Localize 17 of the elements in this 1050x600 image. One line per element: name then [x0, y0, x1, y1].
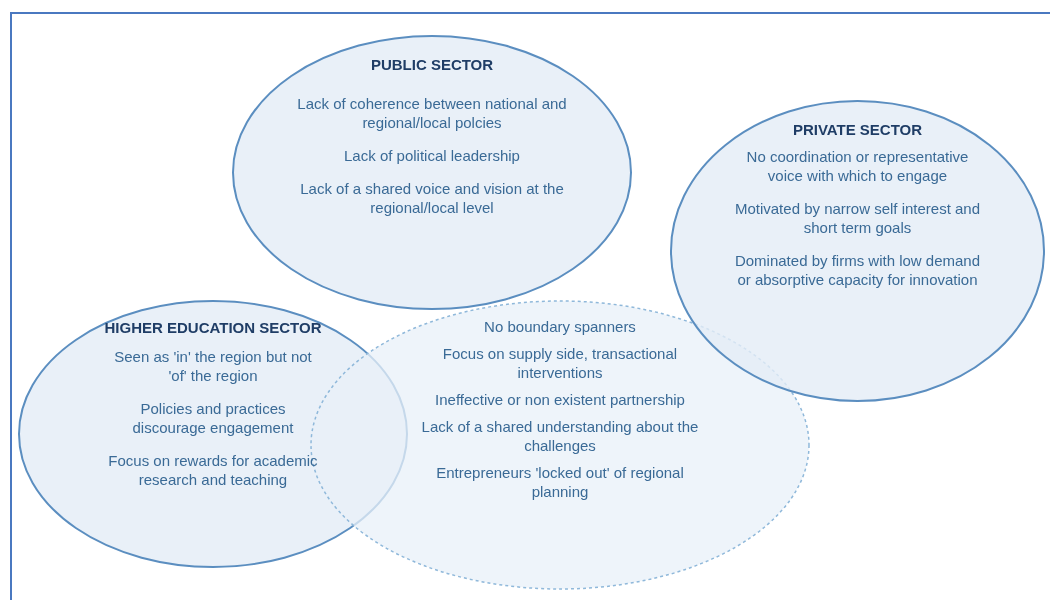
issue-text: Lack of a shared voice and vision at the regional/local level: [299, 179, 565, 217]
issue-text: Ineffective or non existent partnership: [435, 390, 685, 409]
issue-text: Lack of a shared understanding about the challenges: [420, 417, 700, 455]
issue-text: Dominated by firms with low demand or absorptive capacity for innovation: [733, 251, 982, 289]
sector-heading: PUBLIC SECTOR: [370, 55, 494, 74]
issue-text: Motivated by narrow self interest and short term goals: [733, 199, 982, 237]
issue-text: Lack of political leadership: [344, 146, 520, 165]
issue-text: No coordination or representative voice with which to engage: [745, 147, 970, 185]
issue-text: Policies and practices discourage engagement: [131, 399, 295, 437]
issue-text: Seen as 'in' the region but not 'of' the region: [113, 347, 313, 385]
issue-text: Focus on supply side, transactional interventions: [441, 344, 679, 382]
issue-text: No boundary spanners: [484, 317, 636, 336]
sector-heading: HIGHER EDUCATION SECTOR: [104, 318, 322, 337]
issue-text: Entrepreneurs 'locked out' of regional planning: [435, 463, 685, 501]
issue-text: Focus on rewards for academic research and teaching: [107, 451, 319, 489]
sector-heading: PRIVATE SECTOR: [792, 120, 923, 139]
issue-text: Lack of coherence between national and regional/local polcies: [296, 94, 568, 132]
